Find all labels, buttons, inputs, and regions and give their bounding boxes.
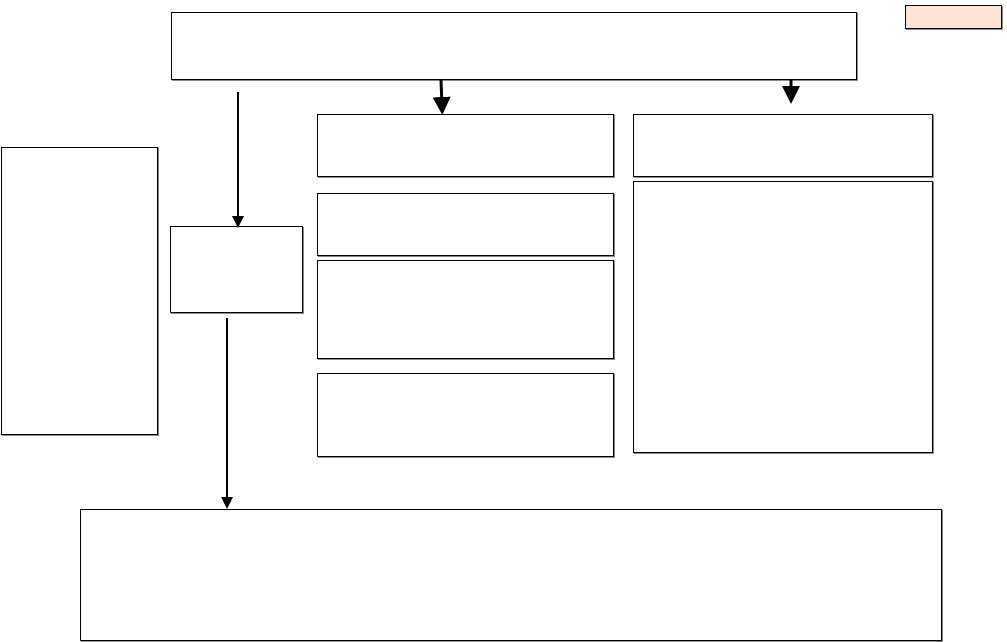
center-box-4 (317, 373, 614, 457)
center-box-3 (317, 260, 614, 359)
left-side-box (1, 147, 158, 435)
bottom-box (80, 509, 942, 641)
arrow-to-center-column (432, 79, 451, 115)
small-middle-box (170, 226, 303, 313)
center-box-2 (317, 193, 614, 256)
corner-tag-box (905, 5, 1002, 29)
right-box-2 (633, 181, 933, 453)
top-box (171, 12, 857, 80)
right-box-1 (633, 114, 933, 177)
center-box-1 (317, 114, 614, 177)
